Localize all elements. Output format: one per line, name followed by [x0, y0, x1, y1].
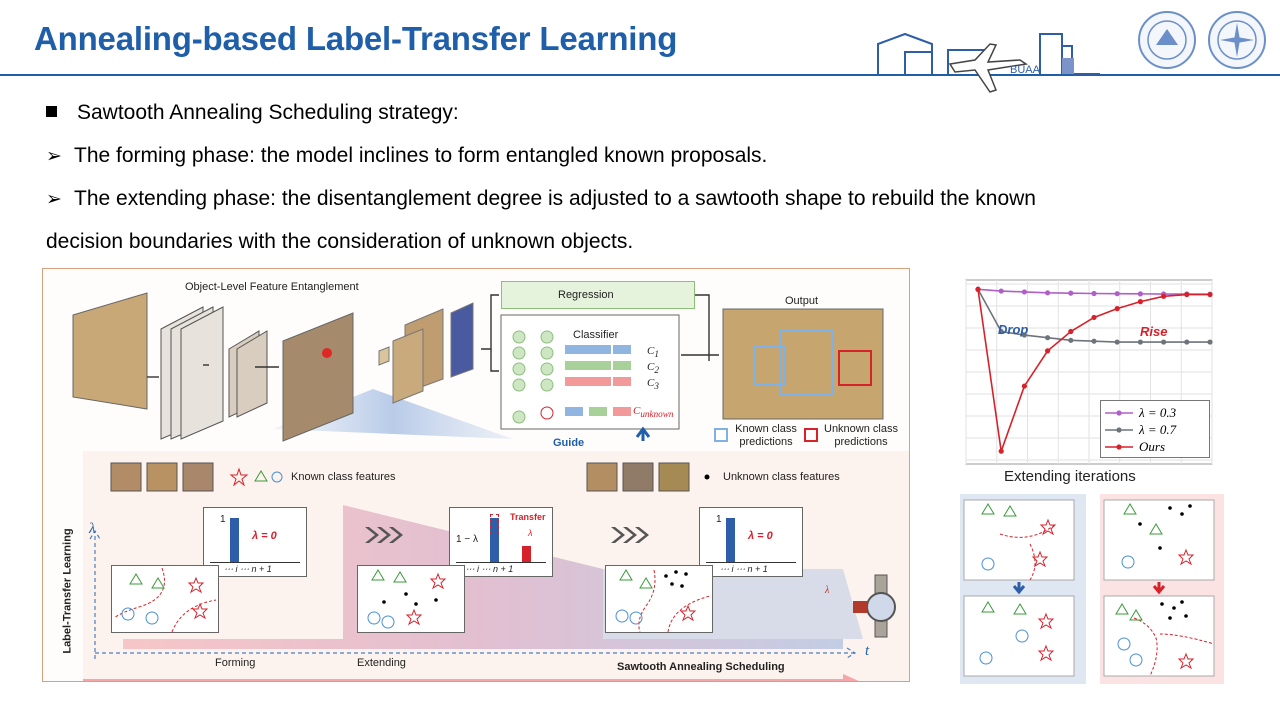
output-image	[722, 308, 884, 420]
university-seal-emblem	[1138, 11, 1196, 69]
feature-map	[282, 312, 354, 442]
series-lambda-07-point	[1207, 339, 1213, 345]
histogram-panel-extending: 1 − λ Transfer λ 1 ⋯ i ⋯ n + 1	[449, 507, 553, 577]
series-lambda-07-point	[1068, 337, 1074, 343]
feature-space-forming	[111, 565, 219, 633]
series-lambda-03-point	[998, 288, 1004, 294]
series-ours-point	[1184, 291, 1190, 298]
y-axis-symbol: λ	[89, 521, 96, 537]
class-label-unknown: Cunknown	[633, 405, 674, 420]
legend-swatch	[1105, 444, 1133, 450]
series-ours-point	[1091, 314, 1097, 321]
feature-space-rebuilt	[605, 565, 713, 633]
x-axis-symbol: t	[865, 643, 870, 659]
guide-arrow-icon	[635, 426, 651, 441]
entanglement-label: Object-Level Feature Entanglement	[185, 281, 359, 293]
arrow-bullet-icon: ➢	[46, 189, 62, 210]
histogram-panel-forming: 1 λ = 0 ⋯ i ⋯ n + 1	[203, 507, 307, 577]
series-lambda-07-point	[998, 328, 1004, 335]
legend-swatch	[1105, 410, 1133, 416]
line-chart	[965, 279, 1213, 465]
series-ours-point	[998, 448, 1004, 454]
x-axis-label: Extending iterations	[1004, 468, 1136, 485]
arrow-bullet-icon: ➢	[46, 146, 62, 167]
bullet-line-extending: ➢The extending phase: the disentanglemen…	[46, 187, 1036, 210]
legend-label: Ours	[1139, 439, 1166, 454]
rise-label: Rise	[1140, 324, 1168, 339]
guide-shading	[273, 389, 513, 439]
institute-seal-emblem	[1208, 11, 1266, 69]
series-lambda-07-point	[1184, 339, 1190, 345]
series-ours-point	[975, 286, 981, 292]
legend-entry: λ = 0.3	[1105, 405, 1209, 421]
series-lambda-03-point	[1021, 289, 1027, 295]
feature-panel-ours	[1100, 494, 1224, 684]
series-ours-point	[1045, 348, 1051, 354]
y-axis-label: Label-Transfer Learning	[61, 528, 74, 654]
series-ours-point	[1161, 293, 1167, 299]
feature-panel-lambda-high	[960, 494, 1086, 684]
output-label: Output	[785, 295, 819, 307]
series-lambda-07-point	[1045, 335, 1051, 341]
forming-label: Forming	[215, 657, 256, 669]
method-figure: Object-Level Feature Entanglement Regres…	[42, 268, 910, 682]
series-lambda-07-point	[1137, 339, 1143, 345]
drop-label: Drop	[998, 322, 1029, 337]
series-lambda-03-point	[1068, 290, 1074, 296]
series-lambda-03-point	[1137, 291, 1143, 297]
guide-label: Guide	[553, 437, 585, 449]
extending-label: Extending	[357, 657, 406, 669]
legend-swatch	[1105, 427, 1133, 433]
series-lambda-03-point	[1091, 290, 1097, 297]
class-label-c2: C2	[647, 361, 659, 376]
regression-box: Regression	[501, 281, 695, 309]
series-lambda-03-point	[1045, 290, 1051, 296]
legend-label: λ = 0.7	[1139, 422, 1177, 437]
input-image	[72, 292, 148, 410]
unknown-pred-label: Unknown class predictions	[824, 423, 898, 448]
series-ours-point	[1021, 383, 1027, 389]
series-lambda-07-point	[1021, 332, 1027, 338]
unknown-features-label: Unknown class features	[723, 471, 840, 483]
legend-entry: λ = 0.7	[1105, 422, 1209, 438]
buaa-skyline-logo	[877, 32, 1100, 93]
scheduling-label: Sawtooth Annealing Scheduling	[617, 661, 785, 673]
series-lambda-07-point	[1161, 339, 1167, 345]
feature-space-extending	[357, 565, 465, 633]
known-features-label: Known class features	[291, 471, 396, 483]
series-lambda-07-point	[1091, 338, 1097, 344]
title-divider	[0, 74, 1280, 76]
bullet-line-extending-cont: decision boundaries with the considerati…	[46, 230, 634, 253]
series-ours-point	[1114, 306, 1120, 312]
down-arrow-icon	[1152, 582, 1166, 595]
square-bullet-icon	[46, 106, 57, 117]
sawtooth-shape	[123, 505, 843, 649]
down-arrow-icon	[1012, 582, 1026, 595]
histogram-panel-reset: 1 λ = 0 ⋯ i ⋯ n + 1	[699, 507, 803, 577]
bullet-line-strategy: Sawtooth Annealing Scheduling strategy:	[46, 101, 459, 125]
series-ours-point	[1207, 291, 1213, 298]
class-label-c1: C1	[647, 345, 659, 360]
bullet-line-forming: ➢The forming phase: the model inclines t…	[46, 144, 768, 167]
series-ours-point	[1068, 328, 1074, 335]
class-label-c3: C3	[647, 377, 659, 392]
legend-entry: Ours	[1105, 439, 1209, 455]
known-pred-label: Known class predictions	[735, 423, 797, 448]
series-lambda-07-point	[1114, 339, 1120, 345]
series-lambda-03-point	[1114, 291, 1120, 297]
valve-lambda: λ	[825, 585, 830, 596]
buaa-logo-text: BUAA	[1010, 64, 1040, 76]
legend-label: λ = 0.3	[1139, 405, 1177, 420]
slide-title: Annealing-based Label-Transfer Learning	[34, 20, 678, 57]
series-ours-point	[1137, 299, 1143, 305]
classifier-label: Classifier	[573, 329, 619, 341]
